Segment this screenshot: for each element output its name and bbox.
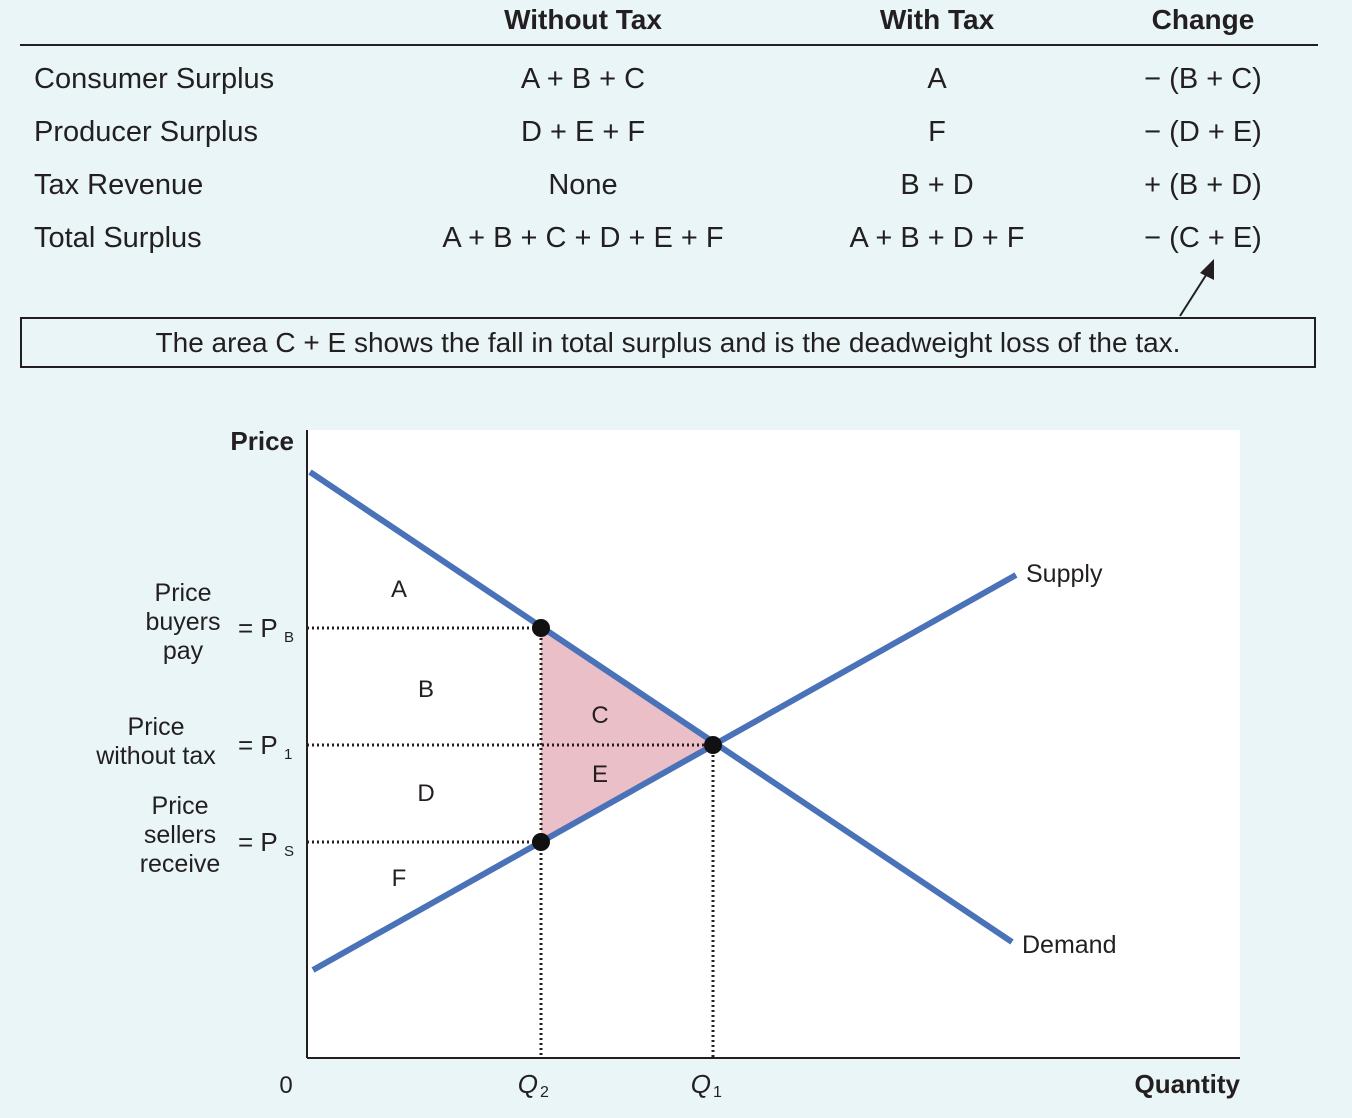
supply-label: Supply — [1026, 560, 1103, 588]
demand-label: Demand — [1022, 931, 1117, 959]
q1-label: Q — [691, 1069, 711, 1099]
plot-area — [307, 430, 1240, 1058]
cell-consumer-with: A — [927, 63, 947, 95]
header-without-tax: Without Tax — [504, 4, 662, 35]
p1-subscript: 1 — [284, 746, 292, 763]
row-label-tax-revenue: Tax Revenue — [34, 169, 204, 201]
cell-producer-without: D + E + F — [520, 116, 646, 148]
region-b-label: B — [418, 676, 434, 703]
region-c-label: C — [591, 702, 608, 729]
y-axis-label: Price — [230, 426, 294, 456]
svg-text:sellers: sellers — [144, 821, 216, 849]
region-f-label: F — [392, 865, 407, 892]
svg-text:Price: Price — [152, 792, 209, 820]
cell-producer-with: F — [928, 116, 946, 148]
q1-subscript: 1 — [713, 1084, 722, 1101]
cell-total-change: − (C + E) — [1144, 222, 1262, 254]
svg-text:buyers: buyers — [145, 608, 220, 636]
row-label-total-surplus: Total Surplus — [34, 222, 202, 254]
ps-subscript: S — [284, 843, 294, 860]
ps-label: = P — [238, 827, 278, 857]
deadweight-loss-region — [541, 628, 713, 842]
table-header-rule — [20, 44, 1318, 46]
equilibrium-point — [704, 736, 722, 754]
cell-tax-without: None — [548, 169, 618, 201]
cell-tax-change: + (B + D) — [1144, 169, 1262, 201]
region-a-label: A — [391, 576, 407, 603]
header-change: Change — [1151, 4, 1255, 35]
cell-total-without: A + B + C + D + E + F — [442, 222, 724, 254]
tax-graph: Price Quantity 0 Q 2 Q 1 = P B = P 1 = P… — [95, 426, 1241, 1101]
ps-description: Price sellers receive — [140, 792, 221, 878]
pb-label: = P — [238, 613, 278, 643]
svg-text:Price: Price — [155, 579, 212, 607]
region-d-label: D — [417, 780, 434, 807]
x-axis-label: Quantity — [1135, 1069, 1241, 1099]
cell-consumer-without: A + B + C — [520, 63, 646, 95]
q2-subscript: 2 — [540, 1084, 549, 1101]
row-label-producer-surplus: Producer Surplus — [34, 116, 259, 148]
cell-producer-change: − (D + E) — [1144, 116, 1262, 148]
deadweight-note-text: The area C + E shows the fall in total s… — [155, 326, 1181, 358]
demand-curve — [308, 469, 1014, 945]
sellers-price-point — [532, 833, 550, 851]
svg-text:Price: Price — [128, 713, 185, 741]
header-with-tax: With Tax — [879, 4, 995, 35]
svg-text:receive: receive — [140, 850, 221, 878]
row-label-consumer-surplus: Consumer Surplus — [34, 63, 275, 95]
note-arrow — [1179, 259, 1214, 317]
p1-description: Price without tax — [95, 713, 216, 770]
supply-curve — [311, 572, 1018, 973]
region-e-label: E — [592, 761, 608, 788]
buyers-price-point — [532, 619, 550, 637]
svg-text:without tax: without tax — [95, 742, 216, 770]
q2-label: Q — [518, 1069, 538, 1099]
origin-label: 0 — [279, 1072, 292, 1099]
cell-total-with: A + B + D + F — [849, 222, 1025, 254]
cell-tax-with: B + D — [900, 169, 974, 201]
pb-subscript: B — [284, 629, 294, 646]
cell-consumer-change: − (B + C) — [1144, 63, 1262, 95]
svg-text:pay: pay — [163, 637, 204, 665]
p1-label: = P — [238, 730, 278, 760]
pb-description: Price buyers pay — [145, 579, 220, 665]
deadweight-note: The area C + E shows the fall in total s… — [20, 317, 1316, 368]
